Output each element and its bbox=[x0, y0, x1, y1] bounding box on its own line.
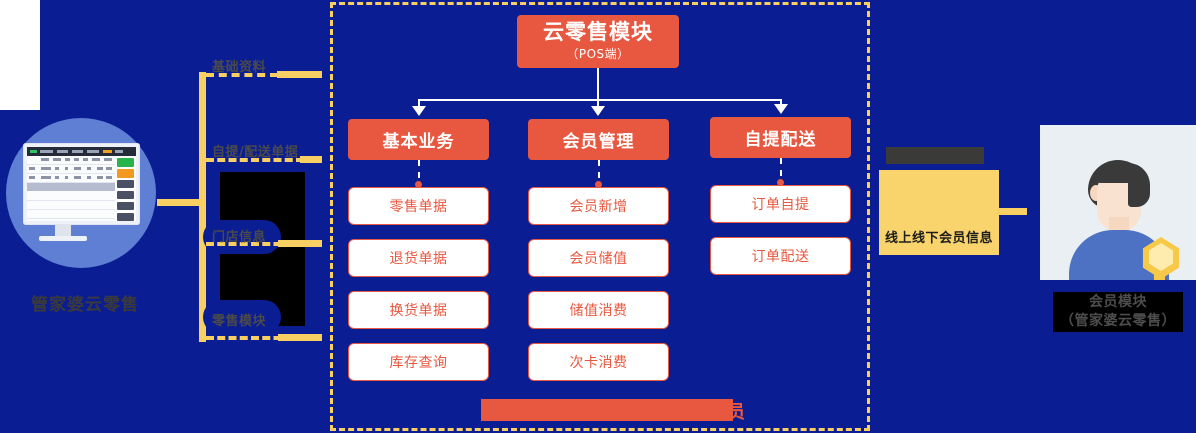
leaf-order-delivery[interactable]: 订单配送 bbox=[710, 237, 851, 275]
bracket-solid-2 bbox=[300, 156, 322, 163]
right-connector-line bbox=[997, 208, 1027, 215]
leaf-label: 会员储值 bbox=[569, 251, 628, 267]
side-button bbox=[117, 180, 134, 188]
root-node-subtitle: （POS端） bbox=[566, 47, 630, 62]
bracket-dash-1 bbox=[206, 73, 278, 77]
bracket-solid-3 bbox=[278, 240, 322, 247]
leaf-punch-card-consume[interactable]: 次卡消费 bbox=[528, 343, 669, 381]
pay-button bbox=[117, 169, 134, 178]
leaf-stored-value-consume[interactable]: 储值消费 bbox=[528, 291, 669, 329]
tree-label-3: 零售模块 bbox=[212, 314, 267, 329]
connector-dashed-2 bbox=[598, 160, 600, 178]
bracket-dash-3 bbox=[206, 242, 304, 246]
connector-dot-1 bbox=[415, 181, 422, 188]
connector-bus bbox=[419, 99, 781, 101]
connector-dot-2 bbox=[595, 181, 602, 188]
node-label: 会员管理 bbox=[562, 132, 635, 152]
node-pickup-delivery[interactable]: 自提配送 bbox=[710, 117, 851, 158]
right-redaction-bar bbox=[886, 147, 984, 164]
node-label: 基本业务 bbox=[382, 132, 455, 152]
side-button bbox=[117, 202, 134, 210]
leaf-label: 会员新增 bbox=[569, 199, 628, 215]
node-cloud-retail-module[interactable]: 云零售模块 （POS端） bbox=[517, 15, 679, 68]
selected-row bbox=[27, 183, 115, 191]
connector-drop-2 bbox=[597, 99, 599, 109]
member-avatar bbox=[1040, 125, 1196, 280]
redaction-notch-1 bbox=[203, 220, 281, 254]
tree-label-0: 基础资料 bbox=[212, 60, 267, 75]
leaf-exchange-order[interactable]: 换货单据 bbox=[348, 291, 489, 329]
leaf-label: 换货单据 bbox=[389, 303, 448, 319]
member-caption-title: 会员模块 bbox=[1089, 294, 1147, 311]
leaf-label: 订单自提 bbox=[751, 197, 810, 213]
left-product-caption: 管家婆云零售 bbox=[31, 295, 139, 315]
leaf-label: 库存查询 bbox=[389, 355, 448, 371]
cloud-retail-module-container bbox=[330, 2, 870, 431]
avatar-hair-side bbox=[1128, 163, 1150, 207]
bracket-dash-4 bbox=[206, 336, 304, 340]
data-grid bbox=[27, 156, 115, 221]
node-basic-business[interactable]: 基本业务 bbox=[348, 119, 489, 160]
bracket-dash-2 bbox=[206, 158, 304, 162]
connector-drop-1 bbox=[418, 99, 420, 109]
arrow-down-icon bbox=[412, 106, 426, 116]
arrow-down-icon bbox=[774, 104, 788, 114]
yellow-box-label: 线上线下会员信息 bbox=[884, 231, 993, 246]
app-titlebar bbox=[27, 147, 136, 156]
product-illustration bbox=[6, 118, 156, 268]
footer-redaction-bar bbox=[481, 399, 733, 421]
confirm-button bbox=[117, 158, 134, 167]
online-offline-member-info-box[interactable]: 线上线下会员信息 bbox=[879, 170, 999, 255]
connector-dot-3 bbox=[777, 179, 784, 186]
tree-label-1: 自提/配送单据 bbox=[212, 145, 299, 160]
leaf-label: 订单配送 bbox=[751, 249, 810, 265]
monitor-base bbox=[39, 236, 87, 241]
bracket-spine bbox=[199, 72, 206, 342]
leaf-return-order[interactable]: 退货单据 bbox=[348, 239, 489, 277]
connector-trunk bbox=[597, 68, 599, 100]
bracket-solid-1 bbox=[277, 71, 322, 78]
connector-dashed-3 bbox=[780, 158, 782, 176]
member-caption-redaction bbox=[1053, 292, 1183, 332]
tree-label-2: 门店信息 bbox=[212, 230, 267, 245]
bracket-solid-4 bbox=[278, 334, 322, 341]
root-node-title: 云零售模块 bbox=[543, 19, 653, 44]
redaction-notch-2 bbox=[203, 300, 281, 334]
leaf-member-stored-value[interactable]: 会员储值 bbox=[528, 239, 669, 277]
monitor-icon bbox=[23, 143, 140, 225]
leaf-label: 退货单据 bbox=[389, 251, 448, 267]
node-member-management[interactable]: 会员管理 bbox=[528, 119, 669, 160]
node-label: 自提配送 bbox=[744, 130, 817, 150]
leaf-label: 零售单据 bbox=[389, 199, 448, 215]
bracket-stem bbox=[157, 199, 202, 206]
monitor-screen bbox=[27, 147, 136, 221]
leaf-label: 次卡消费 bbox=[569, 355, 628, 371]
member-caption-subtitle: （管家婆云零售） bbox=[1060, 313, 1176, 329]
monitor-stand bbox=[55, 225, 71, 237]
member-caption: 会员模块 （管家婆云零售） bbox=[1053, 292, 1183, 332]
leaf-stock-query[interactable]: 库存查询 bbox=[348, 343, 489, 381]
footer-redaction-tail: 员 bbox=[727, 402, 745, 423]
leaf-member-add[interactable]: 会员新增 bbox=[528, 187, 669, 225]
leaf-retail-order[interactable]: 零售单据 bbox=[348, 187, 489, 225]
leaf-order-pickup[interactable]: 订单自提 bbox=[710, 185, 851, 223]
arrow-down-icon bbox=[591, 106, 605, 116]
leaf-label: 储值消费 bbox=[569, 303, 628, 319]
side-button bbox=[117, 191, 134, 199]
connector-dashed-1 bbox=[418, 160, 420, 178]
side-button bbox=[117, 213, 134, 221]
